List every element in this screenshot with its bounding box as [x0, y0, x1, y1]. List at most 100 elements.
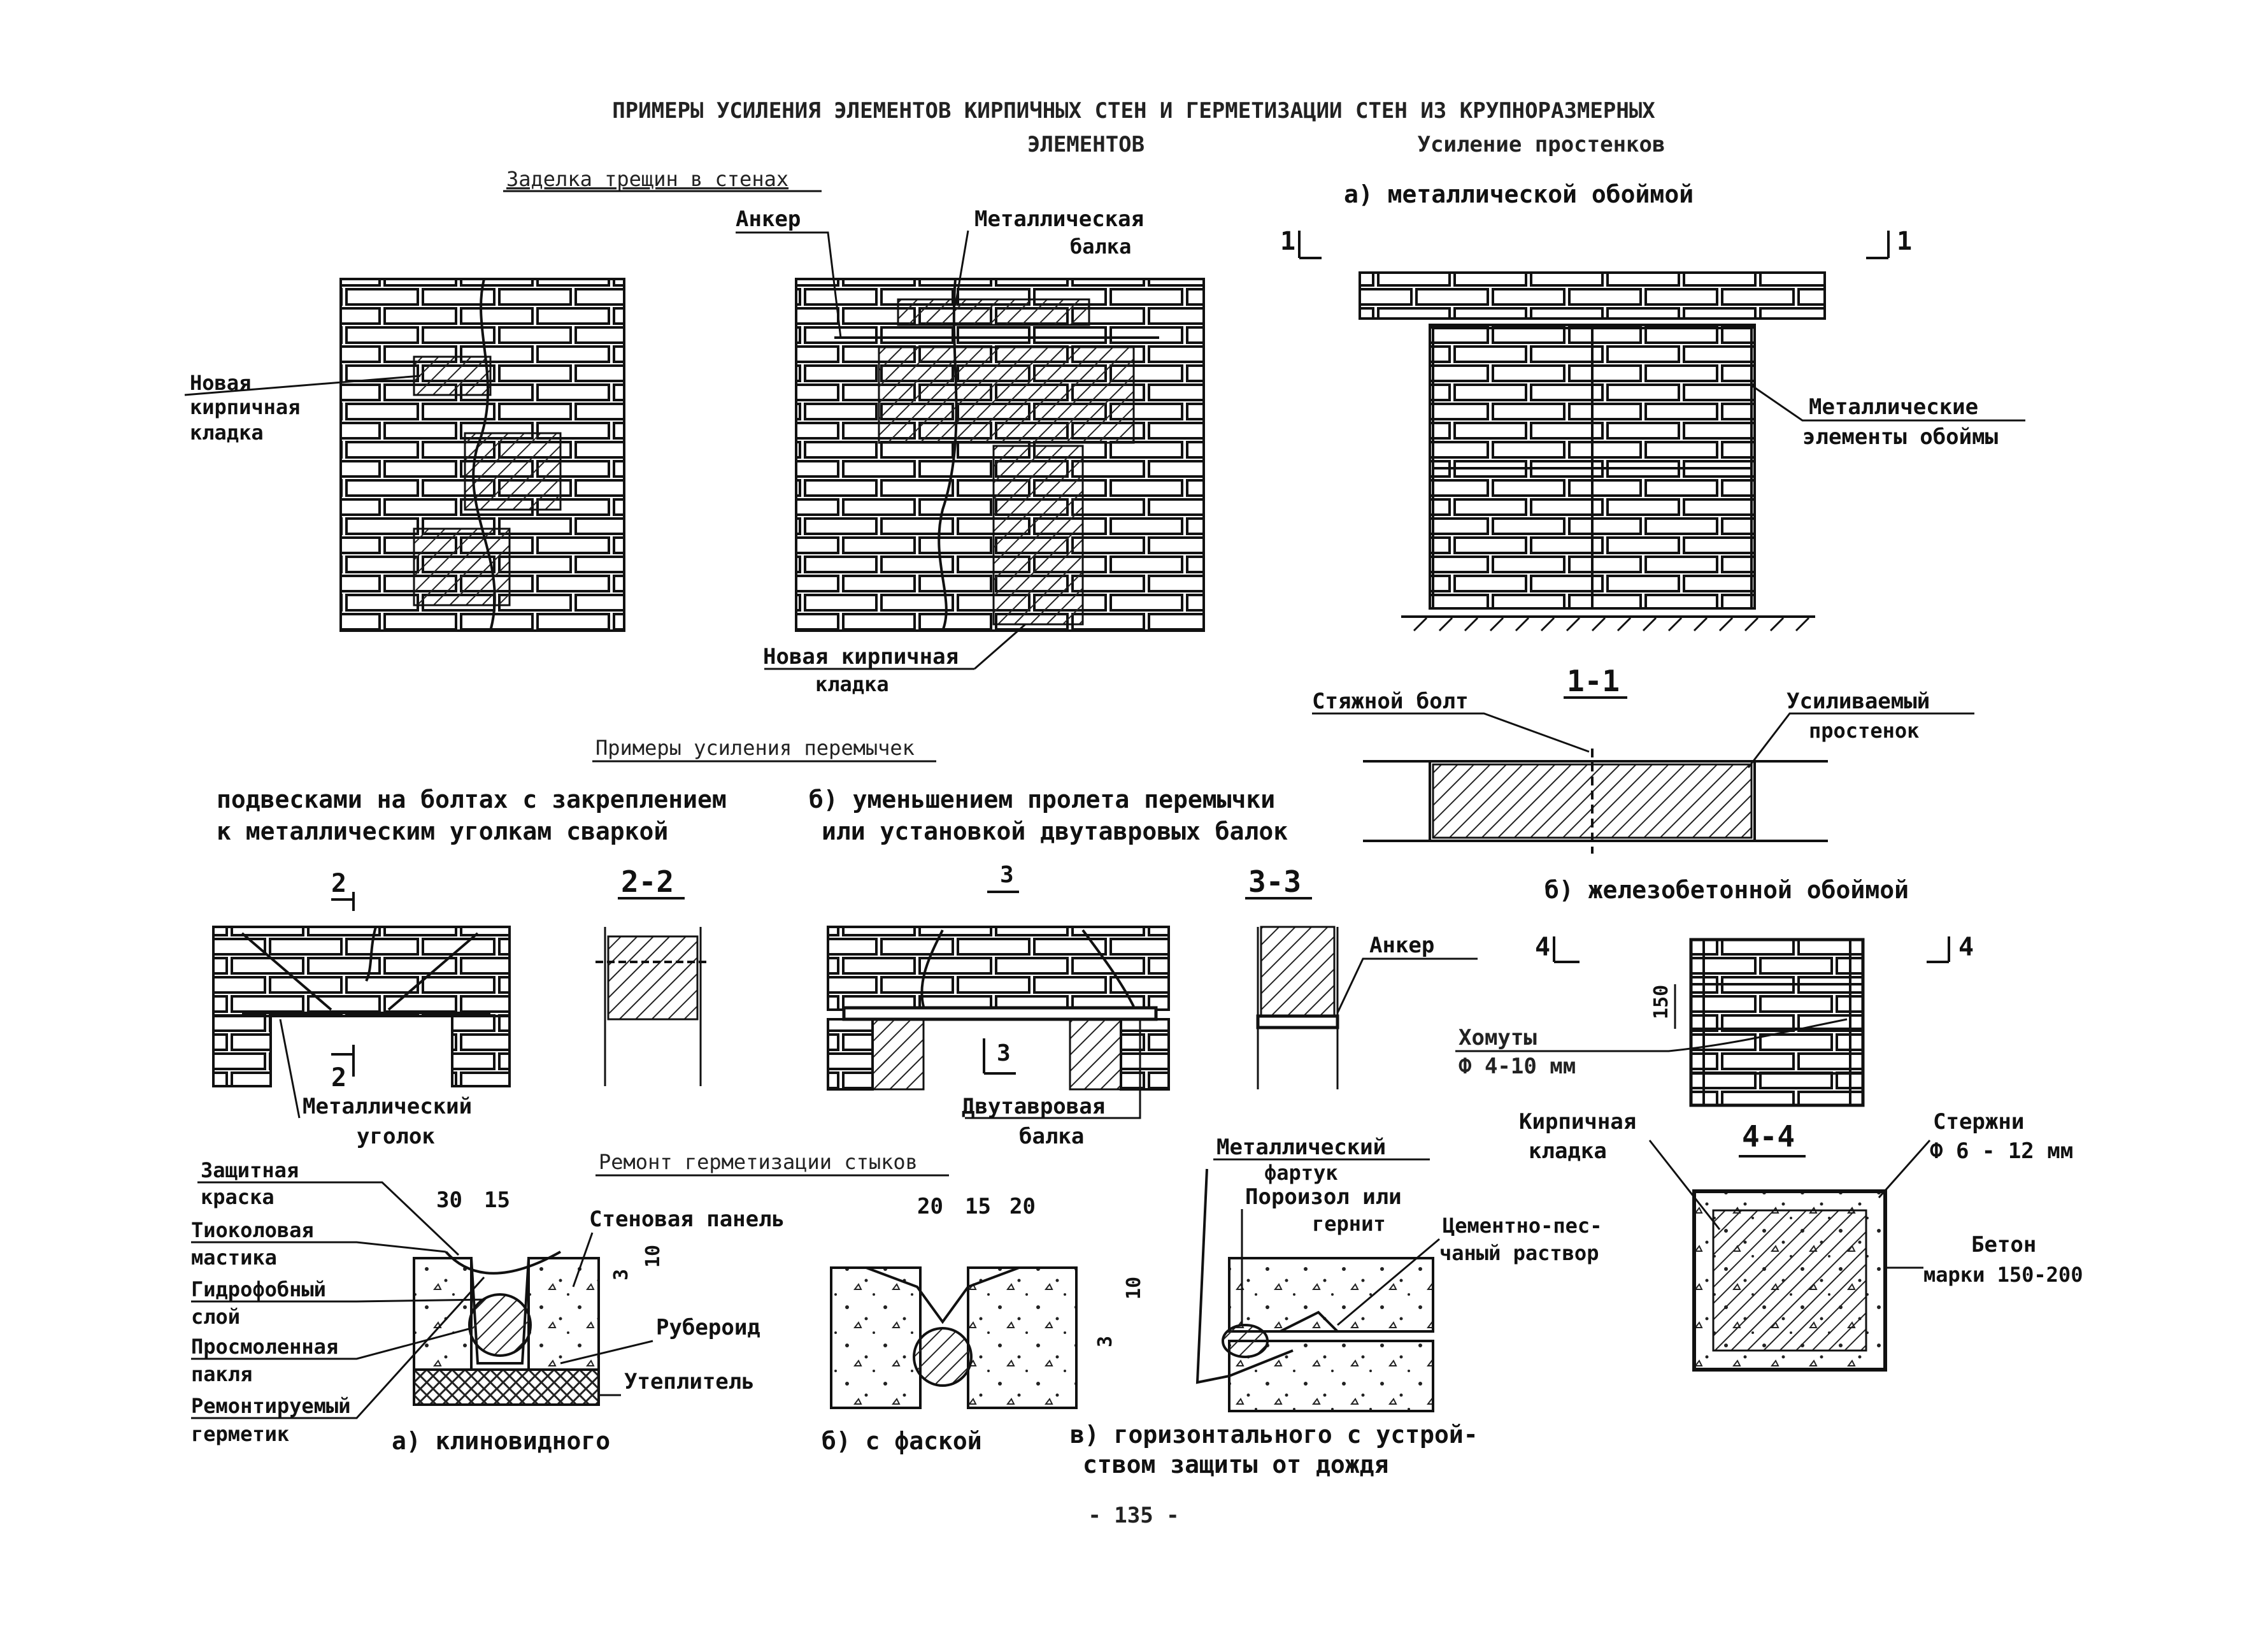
svg-text:фартук: фартук [1264, 1161, 1338, 1185]
lintel-method-a-line2: к металлическим уголкам сваркой [217, 817, 668, 845]
metal-angle-label: Металлический уголок [279, 1019, 472, 1149]
wall-panel-label: Стеновая панель [572, 1207, 785, 1287]
sheet-title-line2: ЭЛЕМЕНТОВ [1027, 132, 1145, 157]
svg-text:4: 4 [1535, 933, 1550, 962]
lintel-method-b-line1: б) уменьшением пролета перемычки [809, 785, 1275, 814]
svg-text:Ф 6 - 12 мм: Ф 6 - 12 мм [1930, 1138, 2073, 1164]
svg-text:Металлическая: Металлическая [974, 206, 1144, 232]
pier-top-masonry [1359, 271, 1826, 320]
section-4-4-title: 4-4 [1742, 1119, 1795, 1154]
ibeam-label: Двутавровая балка [962, 1019, 1141, 1149]
svg-text:Рубероид: Рубероид [656, 1315, 760, 1340]
svg-text:элементы обоймы: элементы обоймы [1802, 424, 1998, 450]
joint-b-panel-right [967, 1266, 1078, 1409]
lintel-pier-b-left [871, 1018, 925, 1091]
svg-text:Усиливаемый: Усиливаемый [1787, 689, 1930, 714]
section-3-3-title: 3-3 [1248, 864, 1301, 899]
pier-rc-jacket-group: б) железобетонной обоймой 4 4 150 Хомуты… [1455, 876, 2083, 1372]
rc-jacket-elevation [1689, 938, 1865, 1107]
lintel-wall-b [827, 926, 1170, 1011]
section-1-1 [1363, 749, 1828, 854]
anchor-label: Анкер [736, 206, 842, 338]
page-number: - 135 - [1088, 1503, 1179, 1528]
section-2-2-title: 2-2 [621, 864, 674, 899]
svg-text:Двутавровая: Двутавровая [962, 1094, 1105, 1119]
concrete-label: Бетон марки 150-200 [1885, 1232, 2083, 1287]
svg-text:Защитная: Защитная [201, 1158, 299, 1182]
svg-text:3: 3 [610, 1269, 632, 1280]
tie-bolt-label: Стяжной болт [1312, 689, 1590, 753]
svg-text:марки 150-200: марки 150-200 [1923, 1263, 2083, 1287]
anchor-label-2: Анкер [1336, 933, 1478, 1014]
insulation-a [413, 1368, 600, 1406]
svg-text:Металлический: Металлический [303, 1094, 472, 1119]
joint-section-heading: Ремонт герметизации стыков [599, 1150, 918, 1174]
svg-text:уголок: уголок [357, 1124, 435, 1149]
metal-apron [1195, 1168, 1294, 1384]
svg-text:1: 1 [1280, 227, 1295, 256]
crack-section-heading: Заделка трещин в стенах [506, 167, 788, 191]
section-3-3 [1260, 926, 1336, 1017]
svg-text:кладка: кладка [815, 672, 889, 696]
new-masonry-label-2: Новая кирпичная кладка [763, 623, 1026, 696]
porizol-filler [1222, 1324, 1269, 1358]
svg-text:Бетон: Бетон [1971, 1232, 2036, 1258]
svg-text:Ремонтируемый: Ремонтируемый [191, 1394, 350, 1418]
rods-label: Стержни Ф 6 - 12 мм [1878, 1109, 2073, 1198]
joint-a-caption: а) клиновидного [392, 1427, 610, 1455]
svg-text:30: 30 [436, 1187, 462, 1213]
svg-text:Пороизол или: Пороизол или [1245, 1184, 1402, 1210]
cut-mark-2-top: 2 [331, 869, 346, 898]
lintel-section-heading: Примеры усиления перемычек [596, 736, 915, 760]
svg-text:Хомуты: Хомуты [1459, 1025, 1537, 1050]
ibeam [842, 1006, 1158, 1021]
joint-repair-group: Ремонт герметизации стыков 30 15 10 3 За… [191, 1135, 1602, 1479]
svg-text:слой: слой [191, 1305, 240, 1329]
svg-text:Стяжной болт: Стяжной болт [1312, 689, 1469, 714]
svg-text:краска: краска [201, 1185, 275, 1209]
apron-label: Металлический фартук [1213, 1135, 1430, 1185]
section-marker-left: 1 [1280, 227, 1322, 259]
new-masonry-label: Новая кирпичная кладка [184, 371, 421, 445]
stirrups-label: Хомуты Ф 4-10 мм [1455, 1018, 1848, 1079]
svg-text:10: 10 [642, 1245, 664, 1268]
joint-a-dim-3: 3 [610, 1269, 632, 1280]
svg-text:герметик: герметик [191, 1422, 289, 1446]
lintel-pier-b-right [1069, 1018, 1122, 1091]
section-marker-4-right: 4 [1927, 933, 1974, 963]
svg-text:балка: балка [1070, 234, 1131, 259]
lintel-method-b-line2: или установкой двутавровых балок [822, 817, 1288, 845]
joint-b-dim-10: 10 [1123, 1277, 1145, 1300]
cut-mark-3-top: 3 [1000, 862, 1014, 888]
crack-repair-group: Заделка трещин в стенах Новая кирпичная … [184, 167, 1205, 696]
section-2-2 [607, 935, 699, 1021]
dimension-150: 150 [1650, 984, 1676, 1029]
cut-mark-2-bottom: 2 [331, 1063, 346, 1093]
svg-text:Металлические: Металлические [1809, 394, 1978, 420]
tow-filler-b [913, 1327, 973, 1387]
section-1-1-title: 1-1 [1567, 664, 1620, 698]
svg-text:Тиоколовая: Тиоколовая [191, 1218, 314, 1242]
joint-a-panel-left [413, 1257, 473, 1371]
joint-c-caption-line1: в) горизонтального с устрой- [1070, 1421, 1478, 1449]
lintel-pier-a-right [451, 1015, 511, 1087]
svg-text:Ф 4-10 мм: Ф 4-10 мм [1459, 1054, 1576, 1079]
svg-text:Кирпичная: Кирпичная [1519, 1109, 1636, 1135]
metal-beam-label: Металлическая балка [954, 206, 1144, 306]
svg-text:Новая кирпичная: Новая кирпичная [763, 644, 959, 670]
porizol-label: Пороизол или гернит [1241, 1184, 1402, 1325]
section-marker-right: 1 [1866, 227, 1912, 259]
svg-text:Цементно-пес-: Цементно-пес- [1443, 1214, 1602, 1238]
svg-text:Стеновая панель: Стеновая панель [589, 1207, 785, 1232]
metal-jacket-heading: а) металлической обоймой [1344, 180, 1694, 208]
rc-jacket-heading: б) железобетонной обоймой [1544, 876, 1909, 904]
svg-text:150: 150 [1650, 985, 1672, 1019]
svg-text:Просмоленная: Просмоленная [191, 1335, 338, 1359]
svg-text:кирпичная: кирпичная [190, 395, 300, 419]
svg-text:15: 15 [965, 1194, 991, 1219]
svg-text:Утеплитель: Утеплитель [624, 1369, 755, 1394]
svg-text:Стержни: Стержни [1933, 1109, 2024, 1135]
svg-text:гернит: гернит [1312, 1212, 1386, 1236]
joint-b-caption: б) с фаской [822, 1427, 982, 1455]
